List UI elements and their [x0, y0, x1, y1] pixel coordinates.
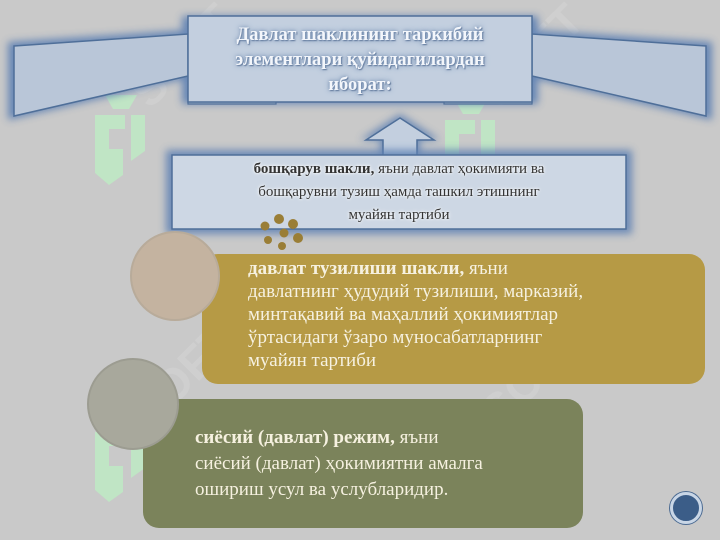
form-term: бошқарув шакли,: [253, 160, 375, 177]
title-banner: [8, 15, 712, 120]
structure-text-2: давлатнинг ҳудудий тузилиши, марказий,: [248, 281, 584, 302]
title-line-1: Давлат шаклининг таркибий: [236, 24, 484, 45]
state-structure-card: давлат тузилиши шакли, яъни давлатнинг ҳ…: [202, 254, 705, 384]
form-text-2: бошқарувни тузиш ҳамда ташкил этишнинг: [258, 183, 540, 200]
regime-text-3: ошириш усул ва услубларидир.: [195, 479, 449, 500]
regime-text-1: яъни: [394, 427, 439, 448]
circle-nav-icon[interactable]: [670, 492, 702, 524]
soft-logo-icon: [95, 95, 145, 185]
decor-circle: [130, 231, 220, 321]
up-arrow: [360, 114, 440, 157]
political-regime-card: сиёсий (давлат) режим, яъни сиёсий (давл…: [143, 399, 583, 528]
title-line-2: элементлари қуйидагилардан: [235, 49, 485, 70]
form-of-government-box: бошқарув шакли, яъни давлат ҳокимияти ва…: [172, 155, 626, 229]
structure-text-4: ўртасидаги ўзаро муносабатларнинг: [248, 327, 543, 348]
structure-text-3: минтақавий ва маҳаллий ҳокимиятлар: [248, 304, 559, 325]
form-box-frame: [166, 150, 632, 234]
regime-text-2: сиёсий (давлат) ҳокимиятни амалга: [195, 453, 483, 474]
structure-term: давлат тузилиши шакли,: [248, 258, 465, 279]
dots-cluster-icon: [260, 214, 303, 250]
structure-text-1: яъни: [464, 258, 508, 279]
regime-term: сиёсий (давлат) режим,: [195, 427, 395, 448]
form-text-1: яъни давлат ҳокимияти ва: [374, 160, 545, 177]
decor-circle: [87, 358, 179, 450]
form-text-3: муайян тартиби: [348, 206, 450, 223]
structure-text-5: муайян тартиби: [248, 350, 377, 371]
page-title: Давлат шаклининг таркибий элементлари қу…: [188, 16, 532, 104]
title-line-3: иборат:: [328, 74, 392, 95]
